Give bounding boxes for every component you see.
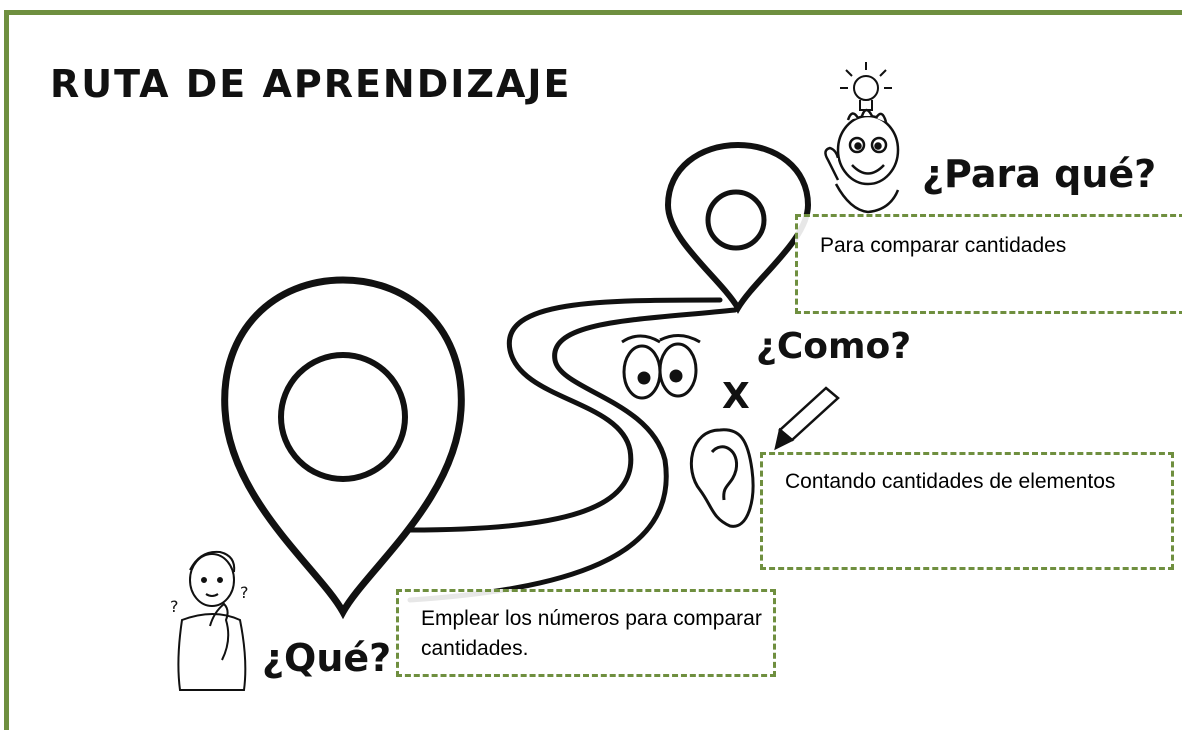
cross-mark: X [722,376,750,417]
como-heading: ¿Como? [756,326,912,367]
que-heading: ¿Qué? [262,636,392,680]
page-title: RUTA DE APRENDIZAJE [50,62,572,106]
page-frame [4,10,1182,730]
como-answer-box: Contando cantidades de elementos [760,452,1174,570]
map-pin-large-icon [221,276,465,620]
lightbulb-icon [840,62,892,111]
que-answer-text: Emplear los números para comparar cantid… [421,607,762,660]
para-que-answer-text: Para comparar cantidades [820,234,1067,257]
svg-text:?: ? [170,597,179,616]
pencil-icon [774,386,840,451]
que-answer-box: Emplear los números para comparar cantid… [396,589,776,677]
map-pin-small-icon [664,141,812,314]
learning-path-illustration: ? ? [170,62,900,691]
para-que-heading: ¿Para qué? [922,152,1157,196]
ear-icon [689,428,755,528]
thinking-person-icon: ? ? [170,550,249,691]
road-path [407,297,738,603]
thinking-face-icon [824,108,900,214]
eyes-icon [621,334,701,400]
para-que-answer-box: Para comparar cantidades [795,214,1182,314]
svg-text:?: ? [240,583,249,602]
como-answer-text: Contando cantidades de elementos [785,470,1116,493]
